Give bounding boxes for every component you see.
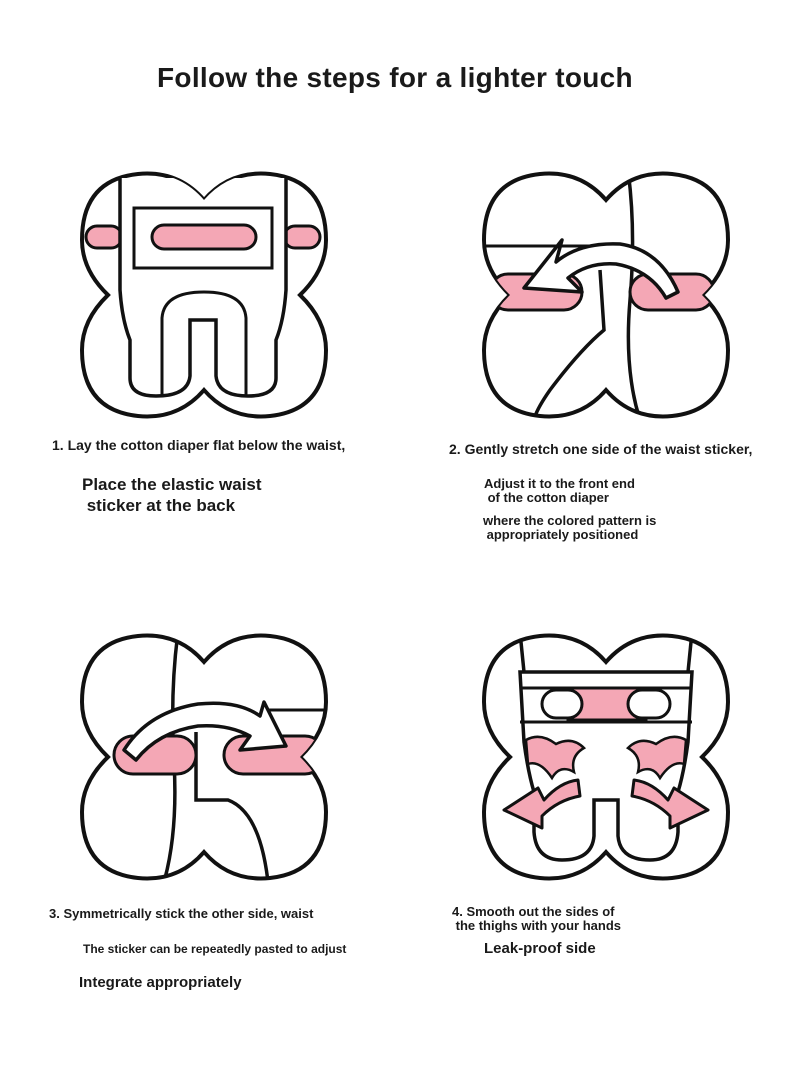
step-1-illustration <box>79 171 329 419</box>
curved-arrow-right <box>122 700 288 762</box>
leg-cuff-left <box>524 735 587 781</box>
elastic-sticker <box>150 223 258 251</box>
step-3-detail-b: Integrate appropriately <box>79 974 242 991</box>
step-2-detail-b: where the colored pattern is appropriate… <box>483 513 657 542</box>
step-2-detail-a: Adjust it to the front end of the cotton… <box>484 476 635 505</box>
outward-arrow-right <box>630 778 710 830</box>
step-3-illustration <box>79 633 329 881</box>
waist-band-left <box>84 224 124 250</box>
page-title: Follow the steps for a lighter touch <box>157 62 633 93</box>
step-3-detail-a: The sticker can be repeatedly pasted to … <box>83 942 347 956</box>
step-3-heading: 3. Symmetrically stick the other side, w… <box>49 906 314 921</box>
step-1-detail: Place the elastic waist sticker at the b… <box>82 475 262 515</box>
outward-arrow-left <box>502 778 582 830</box>
step-4-heading: 4. Smooth out the sides of the thighs wi… <box>452 904 621 933</box>
step-4-detail: Leak-proof side <box>484 940 596 957</box>
step-2-illustration <box>481 171 731 419</box>
step-1-heading: 1. Lay the cotton diaper flat below the … <box>52 437 346 453</box>
curved-arrow-left <box>522 238 680 300</box>
step-2-heading: 2. Gently stretch one side of the waist … <box>449 441 753 457</box>
step-4-illustration <box>481 633 731 881</box>
leg-cuff-right <box>625 735 688 781</box>
waist-band-right <box>282 224 322 250</box>
frame-outline <box>79 633 329 881</box>
